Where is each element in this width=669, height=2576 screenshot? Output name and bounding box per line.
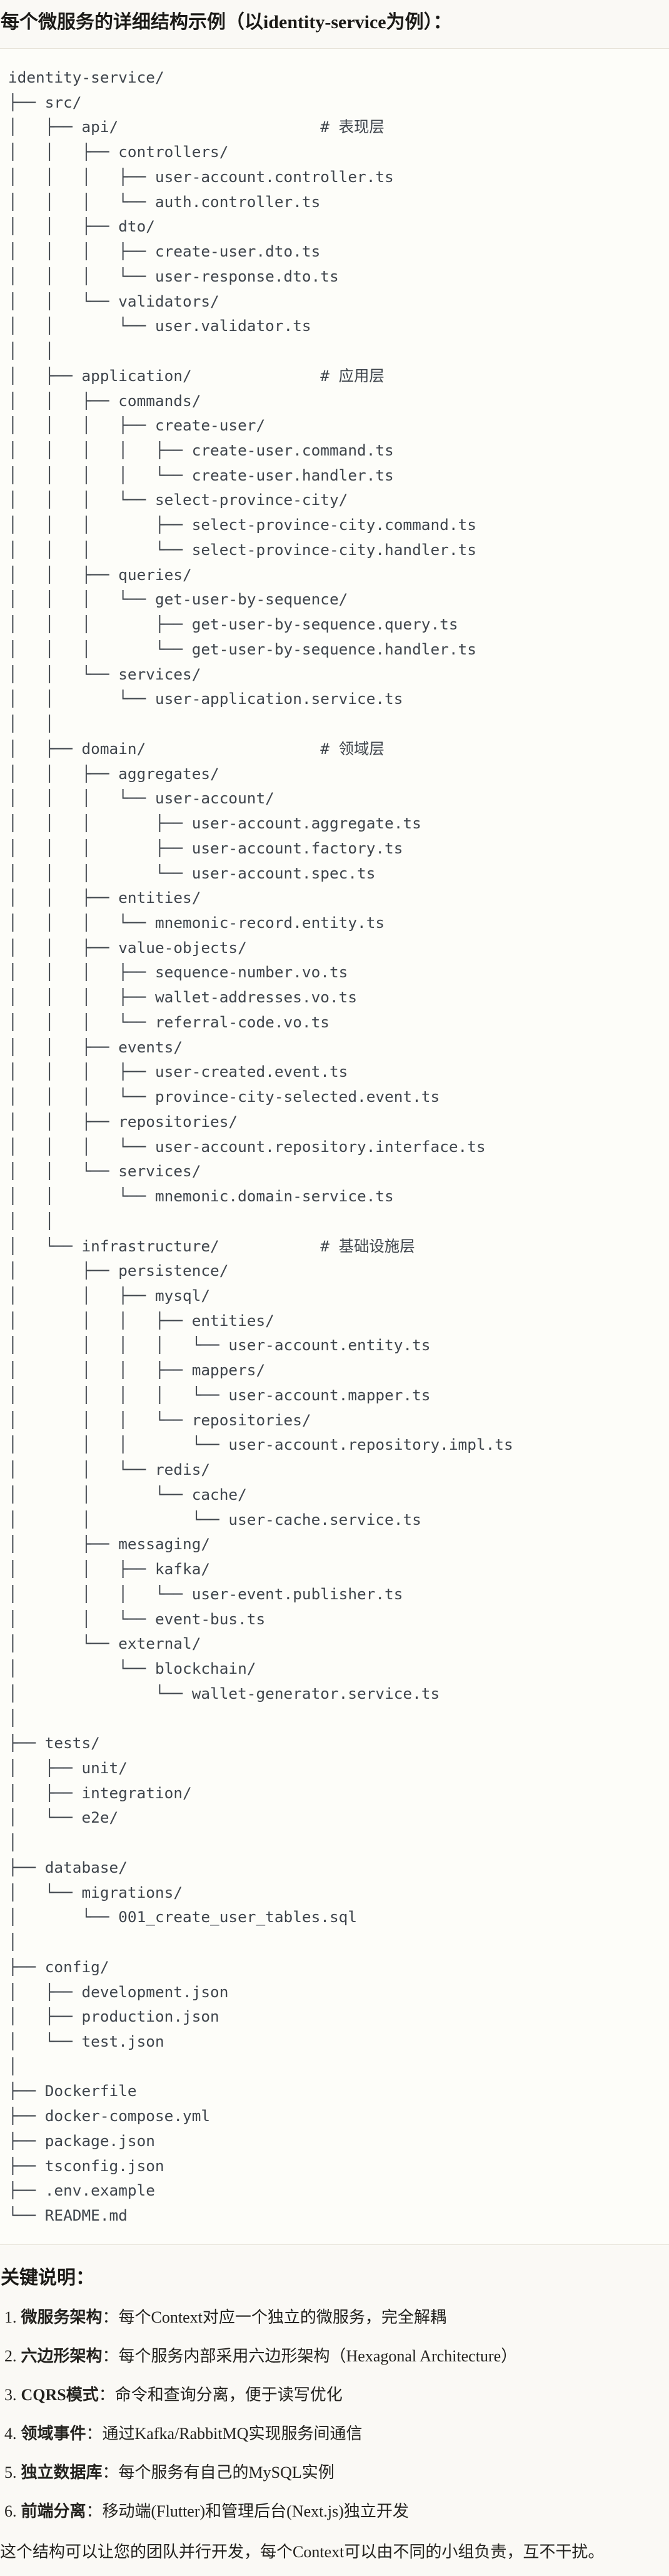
note-text: ：每个Context对应一个独立的微服务，完全解耦 xyxy=(102,2308,446,2326)
notes-heading: 关键说明： xyxy=(1,2267,94,2288)
note-item: 4.领域事件：通过Kafka/RabbitMQ实现服务间通信 xyxy=(4,2423,669,2445)
note-text: ：每个服务内部采用六边形架构（Hexagonal Architecture） xyxy=(102,2346,518,2365)
note-number: 6. xyxy=(4,2502,17,2520)
note-text: ：每个服务有自己的MySQL实例 xyxy=(102,2463,334,2482)
tree-text: identity-service/ ├── src/ │ ├── api/ # … xyxy=(8,68,513,2225)
file-tree-code-block: identity-service/ ├── src/ │ ├── api/ # … xyxy=(0,48,669,2245)
page-title: 每个微服务的详细结构示例（以identity-service为例）： xyxy=(1,12,452,33)
note-text: ：移动端(Flutter)和管理后台(Next.js)独立开发 xyxy=(86,2502,409,2520)
note-item: 5.独立数据库：每个服务有自己的MySQL实例 xyxy=(4,2461,669,2484)
note-number: 3. xyxy=(4,2385,17,2404)
closing-paragraph: 这个结构可以让您的团队并行开发，每个Context可以由不同的小组负责，互不干扰… xyxy=(0,2542,605,2561)
note-number: 5. xyxy=(4,2463,17,2482)
note-number: 4. xyxy=(4,2424,17,2443)
note-label: 六边形架构 xyxy=(21,2346,103,2365)
note-item: 3.CQRS模式：命令和查询分离，便于读写优化 xyxy=(4,2384,669,2406)
notes-list: 1.微服务架构：每个Context对应一个独立的微服务，完全解耦 2.六边形架构… xyxy=(0,2306,669,2523)
note-label: 前端分离 xyxy=(21,2502,86,2520)
note-number: 2. xyxy=(4,2346,17,2365)
note-label: 独立数据库 xyxy=(21,2463,103,2482)
note-item: 2.六边形架构：每个服务内部采用六边形架构（Hexagonal Architec… xyxy=(4,2345,669,2368)
note-item: 1.微服务架构：每个Context对应一个独立的微服务，完全解耦 xyxy=(4,2306,669,2329)
note-label: 微服务架构 xyxy=(21,2308,103,2326)
note-item: 6.前端分离：移动端(Flutter)和管理后台(Next.js)独立开发 xyxy=(4,2500,669,2523)
note-label: CQRS模式 xyxy=(21,2385,99,2404)
note-text: ：命令和查询分离，便于读写优化 xyxy=(98,2385,343,2404)
note-number: 1. xyxy=(4,2308,17,2326)
note-text: ：通过Kafka/RabbitMQ实现服务间通信 xyxy=(86,2424,363,2443)
note-label: 领域事件 xyxy=(21,2424,86,2443)
